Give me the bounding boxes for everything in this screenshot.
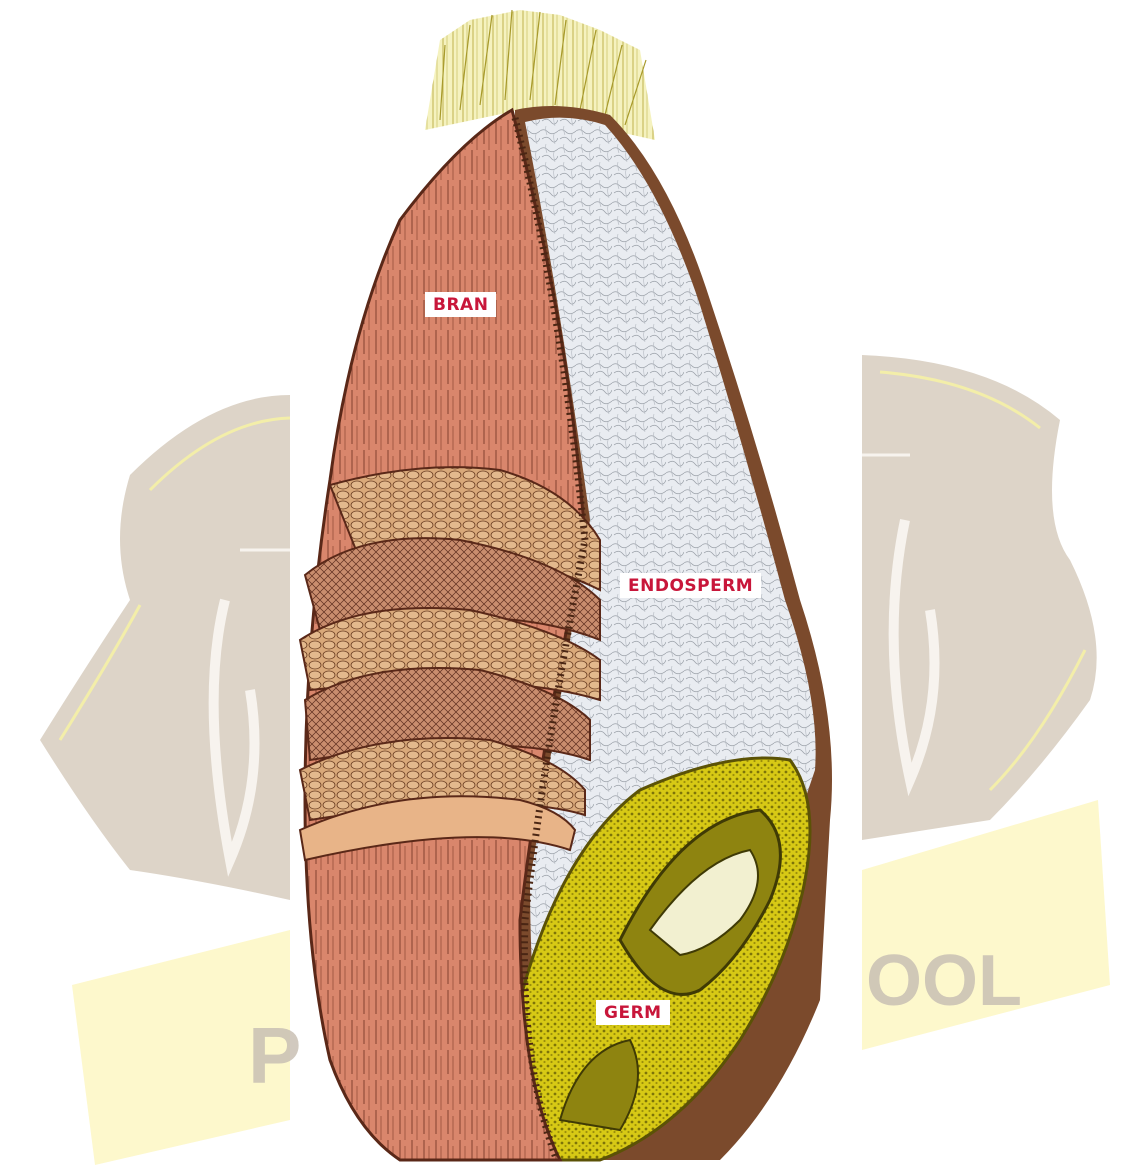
label-germ: GERM: [596, 1000, 670, 1025]
label-bran: BRAN: [425, 292, 496, 317]
label-endosperm: ENDOSPERM: [620, 573, 761, 598]
